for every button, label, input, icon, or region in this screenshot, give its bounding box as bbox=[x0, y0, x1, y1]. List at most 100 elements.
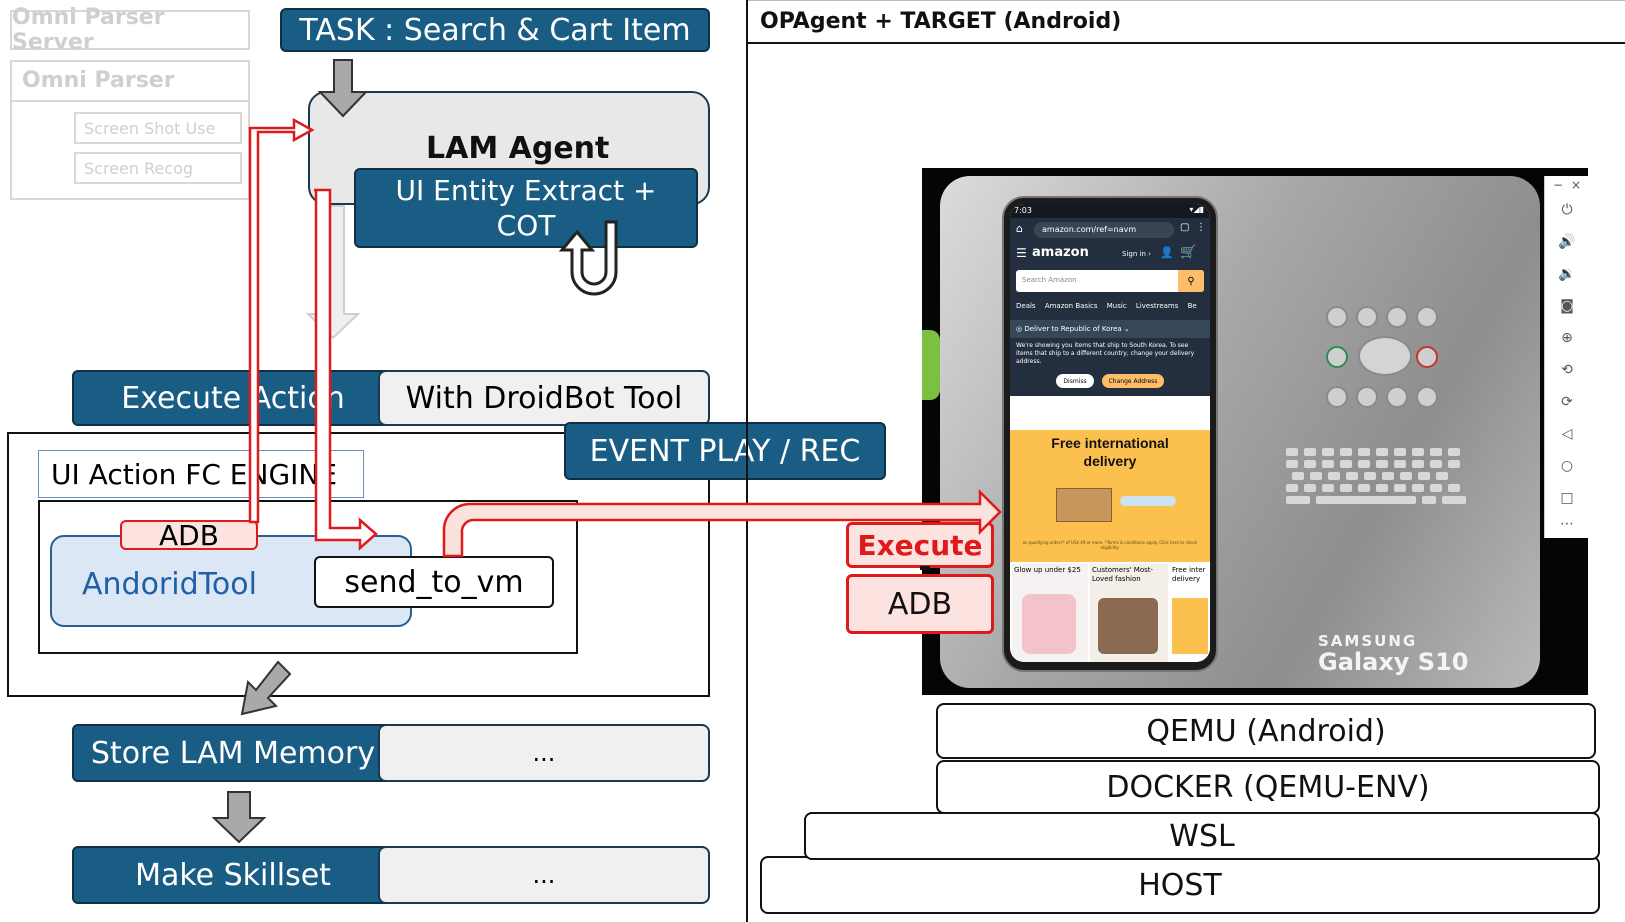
back-icon[interactable]: ◁ bbox=[1561, 426, 1573, 442]
account-icon[interactable]: 👤 bbox=[1160, 246, 1174, 259]
store-memory-dots: ... bbox=[532, 739, 556, 767]
droidbot-label: With DroidBot Tool bbox=[405, 380, 683, 416]
ui-entity-extract-box: UI Entity Extract + COT bbox=[354, 168, 698, 248]
close-icon[interactable]: × bbox=[1571, 178, 1582, 192]
device-menu-button[interactable] bbox=[1356, 386, 1378, 408]
nav-deals[interactable]: Deals bbox=[1016, 302, 1036, 310]
event-play-rec-label: EVENT PLAY / REC bbox=[589, 433, 861, 469]
qemu-box: QEMU (Android) bbox=[936, 703, 1596, 759]
screen-shot-use-label: Screen Shot Use bbox=[84, 118, 216, 138]
execute-adb-link bbox=[920, 566, 930, 570]
screen-recog-label: Screen Recog bbox=[84, 158, 194, 178]
store-to-skillset-arrow bbox=[211, 791, 267, 844]
url-field[interactable]: amazon.com/ref=navm bbox=[1034, 222, 1174, 238]
store-memory-box: Store LAM Memory bbox=[72, 724, 394, 782]
emulator-toolbar: − × ⏻ 🔊 🔉 ◙ ⊕ ⟲ ⟳ ◁ ○ □ ⋯ bbox=[1544, 176, 1588, 538]
task-box: TASK : Search & Cart Item bbox=[280, 8, 710, 52]
status-icons: ▾◢▮ bbox=[1189, 205, 1204, 214]
minimize-icon[interactable]: − bbox=[1553, 178, 1564, 192]
make-skillset-dots: ... bbox=[532, 861, 556, 889]
dismiss-button[interactable]: Dismiss bbox=[1056, 374, 1094, 388]
card-fashion-image bbox=[1098, 598, 1158, 654]
change-address-label: Change Address bbox=[1108, 377, 1158, 385]
emulator-green-accent bbox=[922, 330, 940, 400]
omni-parser-inner bbox=[12, 100, 248, 200]
airplane-illustration bbox=[1120, 496, 1176, 506]
docker-box: DOCKER (QEMU-ENV) bbox=[936, 760, 1600, 814]
rotate-right-icon[interactable]: ⟳ bbox=[1561, 394, 1573, 410]
search-icon: ⚲ bbox=[1187, 275, 1195, 287]
adb-label: ADB bbox=[887, 586, 953, 622]
device-call-button[interactable] bbox=[1326, 346, 1348, 368]
device-volume-down-button[interactable] bbox=[1356, 306, 1378, 328]
location-icon: ◎ bbox=[1016, 325, 1025, 333]
ui-action-engine-title: UI Action FC ENGINE bbox=[51, 457, 338, 491]
volume-up-icon[interactable]: 🔊 bbox=[1558, 234, 1576, 250]
home-icon[interactable]: ○ bbox=[1560, 458, 1574, 474]
sign-in-link[interactable]: Sign in › bbox=[1122, 250, 1151, 258]
qemu-label: QEMU (Android) bbox=[1146, 713, 1386, 749]
store-memory-detail-box: ... bbox=[378, 724, 710, 782]
overview-icon[interactable]: □ bbox=[1560, 490, 1574, 506]
camera-icon[interactable]: ◙ bbox=[1560, 298, 1574, 314]
browser-home-icon[interactable]: ⌂ bbox=[1016, 222, 1023, 235]
amazon-search-placeholder: Search Amazon bbox=[1022, 276, 1077, 284]
screen-recog-box: Screen Recog bbox=[74, 152, 242, 184]
device-search-button[interactable] bbox=[1416, 386, 1438, 408]
card-glow-up-image bbox=[1022, 594, 1076, 654]
device-dpad[interactable] bbox=[1358, 336, 1412, 376]
task-label: TASK : Search & Cart Item bbox=[299, 12, 691, 48]
store-memory-label: Store LAM Memory bbox=[90, 735, 376, 771]
nav-more[interactable]: Be bbox=[1187, 302, 1197, 310]
status-time: 7:03 bbox=[1014, 206, 1032, 215]
lam-to-execute-arrow bbox=[305, 205, 361, 340]
device-hangup-button[interactable] bbox=[1416, 346, 1438, 368]
right-panel-title: OPAgent + TARGET (Android) bbox=[760, 9, 1122, 34]
device-back-button[interactable] bbox=[1386, 386, 1408, 408]
send-to-vm-box: send_to_vm bbox=[314, 556, 554, 608]
more-icon[interactable]: ⋯ bbox=[1560, 516, 1574, 532]
change-address-button[interactable]: Change Address bbox=[1102, 374, 1164, 388]
device-keyboard[interactable] bbox=[1286, 448, 1476, 508]
power-icon[interactable]: ⏻ bbox=[1561, 202, 1573, 218]
galaxy-label: Galaxy S10 bbox=[1318, 648, 1469, 676]
zoom-icon[interactable]: ⊕ bbox=[1561, 330, 1573, 346]
card-free-delivery[interactable]: Free inter delivery bbox=[1170, 564, 1210, 662]
execute-action-box: Execute Action bbox=[72, 370, 394, 426]
url-text: amazon.com/ref=navm bbox=[1042, 225, 1137, 234]
card-free-delivery-image bbox=[1172, 598, 1208, 654]
execute-box: Execute bbox=[846, 522, 994, 568]
promo-banner[interactable]: Free international delivery on qualifyin… bbox=[1010, 430, 1210, 562]
card-glow-up[interactable]: Glow up under $25 bbox=[1012, 564, 1088, 662]
browser-menu-icon[interactable]: ⋮ bbox=[1196, 222, 1206, 233]
volume-down-icon[interactable]: 🔉 bbox=[1558, 266, 1576, 282]
ui-entity-extract-line2: COT bbox=[496, 209, 556, 242]
execute-label: Execute bbox=[857, 528, 983, 562]
amazon-logo[interactable]: amazon bbox=[1032, 245, 1089, 260]
nav-music[interactable]: Music bbox=[1106, 302, 1127, 310]
amazon-search-input[interactable]: Search Amazon ⚲ bbox=[1016, 270, 1204, 292]
docker-label: DOCKER (QEMU-ENV) bbox=[1106, 769, 1430, 805]
nav-amazon-basics[interactable]: Amazon Basics bbox=[1044, 302, 1098, 310]
deliver-row[interactable]: ◎ Deliver to Republic of Korea ⌄ bbox=[1010, 320, 1210, 338]
android-tool-label: AndoridTool bbox=[82, 567, 257, 602]
device-home-button[interactable] bbox=[1326, 386, 1348, 408]
omni-parser-box: Omni Parser Screen Shot Use Screen Recog bbox=[10, 60, 250, 200]
amazon-header: ☰ amazon Sign in › 👤 🛒 Search Amazon ⚲ D… bbox=[1010, 242, 1210, 370]
device-camera-button[interactable] bbox=[1326, 306, 1348, 328]
card-fashion[interactable]: Customers' Most-Loved fashion bbox=[1090, 564, 1168, 662]
omni-parser-server-label: Omni Parser Server bbox=[12, 5, 165, 55]
device-power-button[interactable] bbox=[1416, 306, 1438, 328]
amazon-search-button[interactable]: ⚲ bbox=[1178, 270, 1204, 292]
nav-livestreams[interactable]: Livestreams bbox=[1135, 302, 1179, 310]
card-fashion-label: Customers' Most-Loved fashion bbox=[1092, 566, 1154, 583]
wsl-box: WSL bbox=[804, 812, 1600, 860]
make-skillset-box: Make Skillset bbox=[72, 846, 394, 904]
device-volume-up-button[interactable] bbox=[1386, 306, 1408, 328]
tabs-icon[interactable]: ▢ bbox=[1180, 222, 1190, 233]
hamburger-icon[interactable]: ☰ bbox=[1016, 246, 1027, 260]
ship-notice-text: We're showing you items that ship to Sou… bbox=[1016, 342, 1195, 365]
cart-icon[interactable]: 🛒 bbox=[1180, 245, 1197, 260]
rotate-left-icon[interactable]: ⟲ bbox=[1561, 362, 1573, 378]
right-panel-title-bar: OPAgent + TARGET (Android) bbox=[748, 0, 1625, 44]
